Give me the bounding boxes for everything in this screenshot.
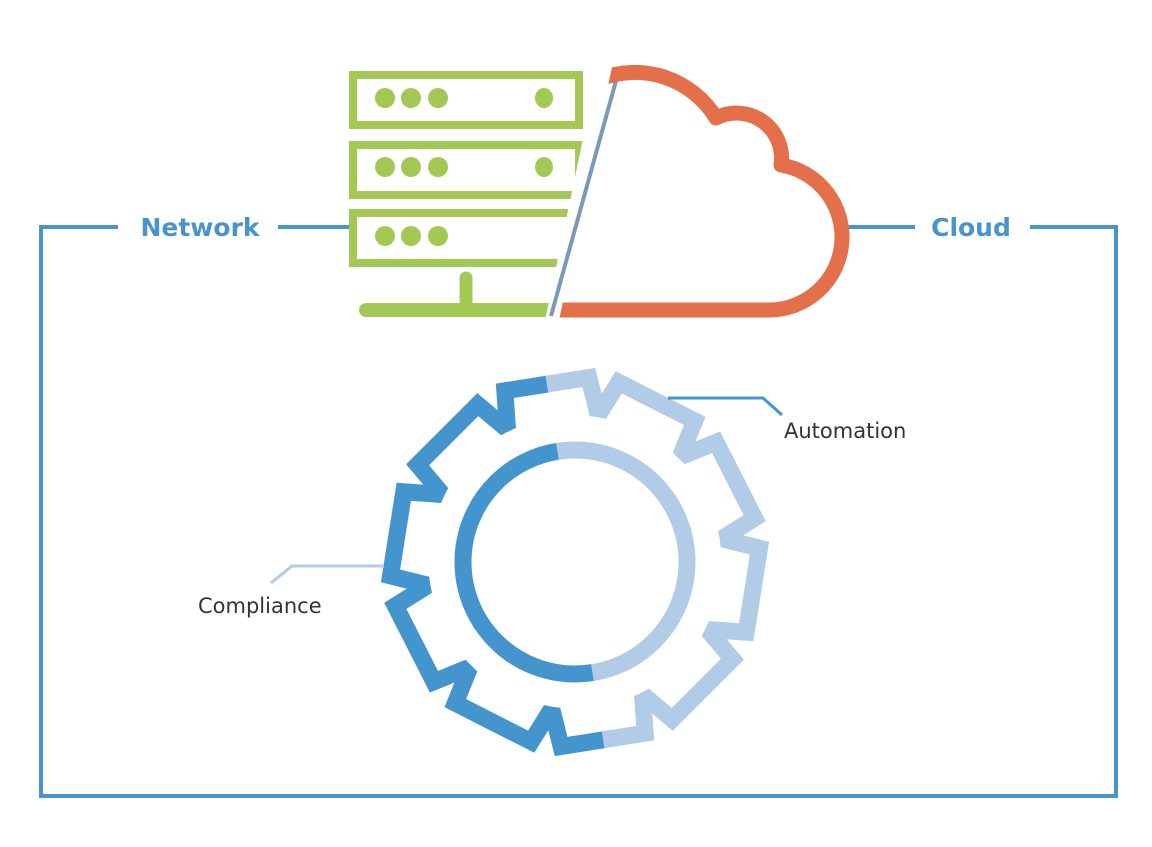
server-rack-icon <box>349 71 607 317</box>
gear-outline <box>512 367 770 757</box>
server-led <box>428 157 448 177</box>
gear-icon <box>380 367 770 757</box>
server-unit-3 <box>349 209 583 267</box>
cloud-icon <box>557 64 850 318</box>
compliance-label: Compliance <box>198 594 322 618</box>
cloud-label: Cloud <box>931 213 1011 242</box>
automation-callout-line <box>668 396 784 417</box>
server-led <box>401 157 421 177</box>
server-unit-1 <box>349 71 583 129</box>
server-led <box>401 226 421 246</box>
server-led <box>401 88 421 108</box>
server-led <box>428 226 448 246</box>
server-led <box>375 88 395 108</box>
server-status-led <box>535 88 553 108</box>
automation-label: Automation <box>784 419 906 443</box>
frame-left-segment <box>39 225 1118 798</box>
server-led <box>375 226 395 246</box>
network-label: Network <box>140 213 260 242</box>
server-led <box>428 88 448 108</box>
gear-outline <box>380 367 638 757</box>
server-unit-2 <box>349 141 583 199</box>
compliance-callout-line <box>270 564 384 585</box>
slash-divider <box>549 69 621 317</box>
frame <box>39 225 1118 798</box>
server-led <box>375 157 395 177</box>
server-status-led <box>535 157 553 177</box>
